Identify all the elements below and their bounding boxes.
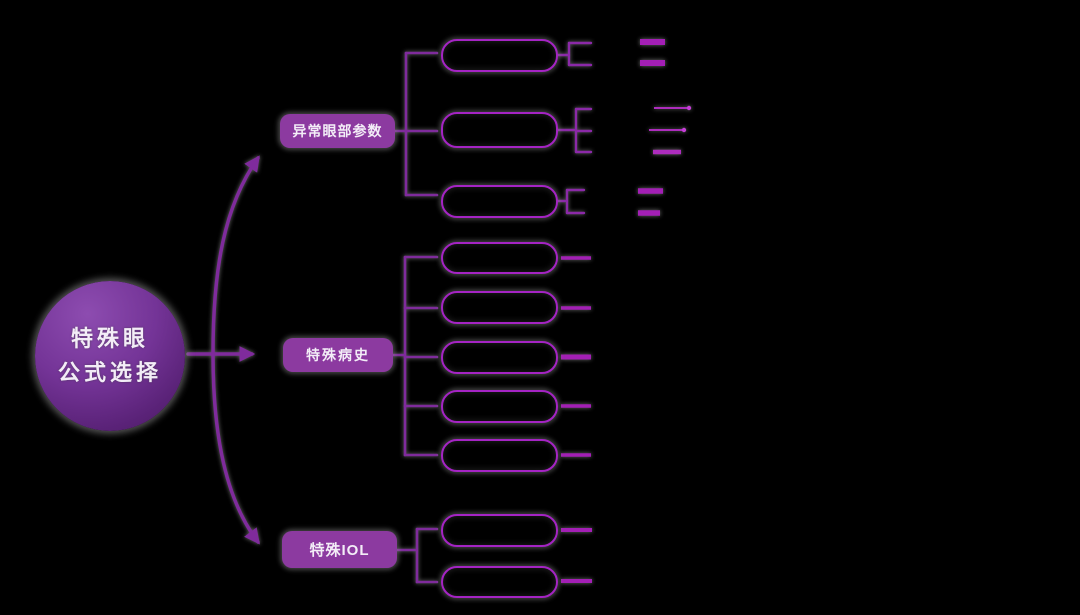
branch2-leaves	[561, 256, 591, 457]
branch1-bracket	[393, 51, 439, 197]
child-topic-box[interactable]	[441, 291, 558, 324]
trunk-to-branch3	[211, 352, 260, 545]
branch-node-abnormal-eye-params[interactable]: 异常眼部参数	[280, 114, 395, 148]
root-node[interactable]: 特殊眼 公式选择	[35, 281, 185, 431]
child1-2-leaf-bracket	[556, 107, 593, 154]
root-title-line2: 公式选择	[57, 360, 162, 385]
leaf-tip-dot	[686, 105, 692, 111]
child-topic-box[interactable]	[441, 185, 558, 218]
child-topic-box[interactable]	[441, 514, 558, 547]
branch2-bracket	[391, 255, 439, 457]
trunk-to-branch1	[211, 155, 260, 356]
child1-3-leaf-bracket	[556, 188, 586, 215]
child1-2-leaves	[649, 105, 692, 155]
leaf-tip-dot	[681, 127, 687, 133]
branch3-bracket	[395, 527, 439, 584]
branch3-leaves	[561, 528, 592, 583]
child1-1-leaves	[640, 39, 665, 66]
child-topic-box[interactable]	[441, 390, 558, 423]
branch-node-special-iol[interactable]: 特殊IOL	[282, 531, 397, 568]
root-title-line1: 特殊眼	[70, 326, 149, 351]
child1-3-leaves	[638, 188, 663, 216]
child-topic-box[interactable]	[441, 341, 558, 374]
child-topic-box[interactable]	[441, 112, 558, 148]
child-topic-box[interactable]	[441, 566, 558, 598]
branch-node-special-history[interactable]: 特殊病史	[283, 338, 393, 372]
branch-label: 特殊病史	[306, 347, 370, 363]
child1-1-leaf-bracket	[556, 41, 593, 67]
child-topic-box[interactable]	[441, 39, 558, 72]
trunk-connectors	[186, 155, 260, 545]
child-topic-box[interactable]	[441, 242, 558, 274]
branch-label: 异常眼部参数	[292, 123, 383, 139]
child-topic-box[interactable]	[441, 439, 558, 472]
branch-label: 特殊IOL	[309, 542, 370, 559]
